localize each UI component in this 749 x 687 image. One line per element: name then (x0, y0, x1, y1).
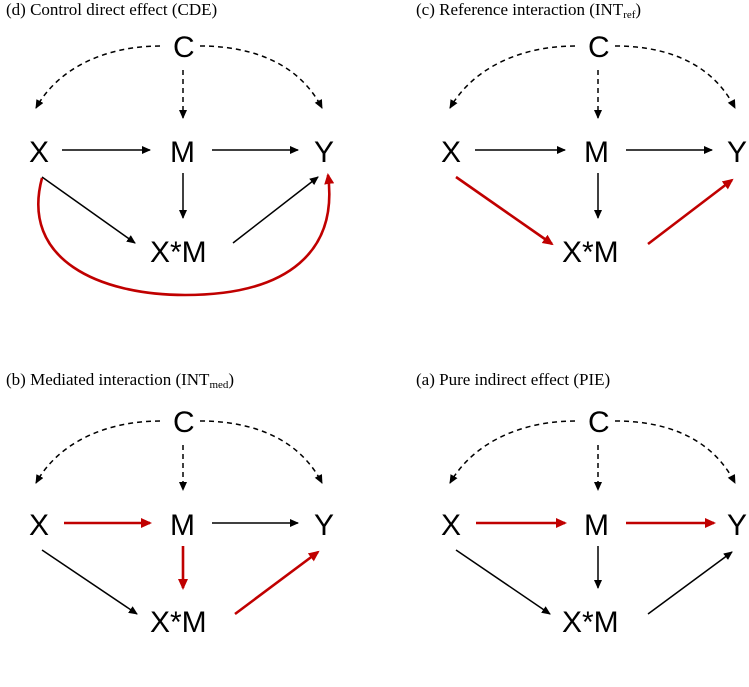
node-x: X (441, 509, 461, 542)
edge-xm-y (234, 550, 320, 616)
node-x: X (441, 136, 461, 169)
edge-x-xm (41, 176, 136, 244)
node-m: M (584, 136, 609, 169)
node-y: Y (727, 509, 747, 542)
edge-c-x (35, 45, 161, 109)
node-x: X (29, 136, 49, 169)
node-xm: X*M (150, 606, 207, 639)
node-c: C (173, 406, 195, 439)
edge-x-xm (41, 549, 138, 615)
dag-diagram: C X M Y X*M (441, 31, 747, 269)
edge-xm-y (647, 551, 733, 615)
edge-c-y (614, 45, 736, 109)
panel-cde: (d) Control direct effect (CDE) C X M Y … (0, 0, 374, 317)
panel-title: (a) Pure indirect effect (PIE) (416, 370, 611, 389)
dag-diagram: C X M Y X*M (29, 31, 335, 297)
node-xm: X*M (562, 236, 619, 269)
node-y: Y (314, 509, 334, 542)
panel-title: (c) Reference interaction (INTref) (416, 0, 642, 21)
edge-c-x (449, 420, 576, 484)
node-xm: X*M (150, 236, 207, 269)
edge-c-y (199, 420, 323, 484)
node-m: M (170, 509, 195, 542)
node-y: Y (727, 136, 747, 169)
node-y: Y (314, 136, 334, 169)
edge-x-xm (455, 549, 551, 615)
node-m: M (170, 136, 195, 169)
node-xm: X*M (562, 606, 619, 639)
node-c: C (588, 406, 610, 439)
node-x: X (29, 509, 49, 542)
edge-x-y-direct (37, 173, 335, 297)
edge-xm-y (647, 178, 734, 246)
dag-diagram: C X M Y X*M (441, 406, 747, 639)
edge-c-x (449, 45, 576, 109)
panel-title: (b) Mediated interaction (INTmed) (6, 370, 235, 391)
panel-pie: (a) Pure indirect effect (PIE) C X M Y X… (410, 370, 749, 687)
edge-x-xm (455, 175, 554, 246)
panel-title: (d) Control direct effect (CDE) (6, 0, 218, 19)
edge-c-x (35, 420, 161, 484)
node-m: M (584, 509, 609, 542)
panel-int-ref: (c) Reference interaction (INTref) C X M… (410, 0, 749, 317)
node-c: C (588, 31, 610, 64)
panel-int-med: (b) Mediated interaction (INTmed) C X M … (0, 370, 374, 687)
node-c: C (173, 31, 195, 64)
edge-c-y (614, 420, 736, 484)
dag-diagram: C X M Y X*M (29, 406, 334, 639)
edge-xm-y (232, 176, 319, 244)
edge-c-y (199, 45, 323, 109)
